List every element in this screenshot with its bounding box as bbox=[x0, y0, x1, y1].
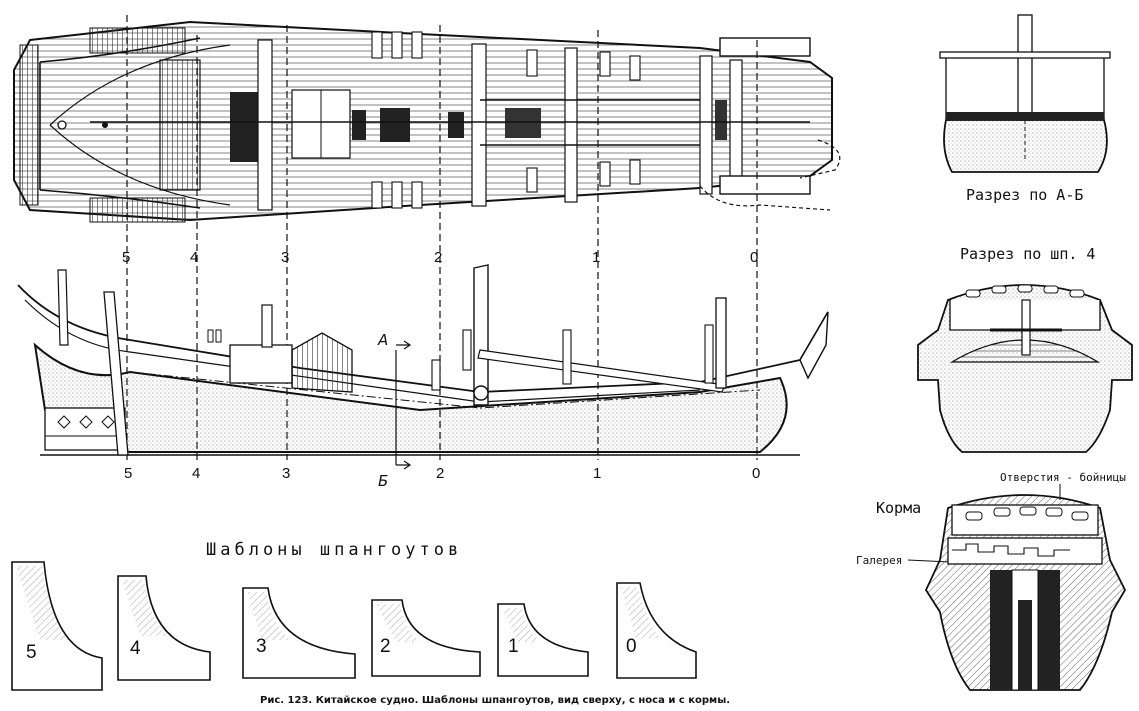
section-frame4-title: Разрез по шп. 4 bbox=[960, 245, 1095, 263]
template-label: 0 bbox=[626, 636, 637, 657]
stern-drawing bbox=[907, 484, 1127, 691]
station-label: 3 bbox=[281, 249, 289, 266]
frame-templates bbox=[11, 561, 697, 691]
station-labels-profile: 5 4 3 2 1 0 bbox=[124, 465, 760, 482]
template-label: 4 bbox=[130, 638, 141, 659]
profile-view-hull bbox=[17, 264, 829, 470]
profile-hull-outline bbox=[33, 342, 788, 453]
section-mark-b: Б bbox=[378, 472, 388, 490]
stern-title: Корма bbox=[876, 499, 921, 517]
template-label: 5 bbox=[26, 642, 37, 663]
gun-ports-label: Отверстия - бойницы bbox=[1000, 471, 1126, 484]
station-label: 4 bbox=[190, 249, 198, 266]
figure-caption: Рис. 123. Китайское судно. Шаблоны шпанг… bbox=[260, 694, 730, 706]
template-labels: 5 4 3 2 1 0 bbox=[26, 636, 637, 663]
station-label: 1 bbox=[593, 465, 601, 482]
section-ab-title: Разрез по А-Б bbox=[966, 186, 1083, 204]
section-mark-a: А bbox=[377, 331, 388, 349]
station-lines bbox=[126, 15, 758, 460]
plan-view-deck bbox=[13, 20, 841, 223]
gallery-label: Галерея bbox=[856, 554, 902, 567]
station-label: 2 bbox=[436, 465, 444, 482]
station-label: 3 bbox=[282, 465, 290, 482]
template-label: 3 bbox=[256, 636, 267, 657]
template-label: 2 bbox=[380, 636, 391, 657]
template-3 bbox=[242, 587, 356, 679]
station-labels-plan: 5 4 3 2 1 0 bbox=[122, 249, 758, 266]
station-label: 5 bbox=[122, 249, 130, 266]
section-frame4-drawing bbox=[917, 284, 1133, 453]
station-label: 2 bbox=[434, 249, 442, 266]
template-label: 1 bbox=[508, 636, 519, 657]
templates-title: Шаблоны шпангоутов bbox=[206, 540, 462, 560]
station-label: 5 bbox=[124, 465, 132, 482]
station-label: 4 bbox=[192, 465, 200, 482]
section-ab-drawing bbox=[939, 14, 1111, 173]
station-label: 0 bbox=[752, 465, 760, 482]
station-label: 1 bbox=[592, 249, 600, 266]
station-label: 0 bbox=[750, 249, 758, 266]
